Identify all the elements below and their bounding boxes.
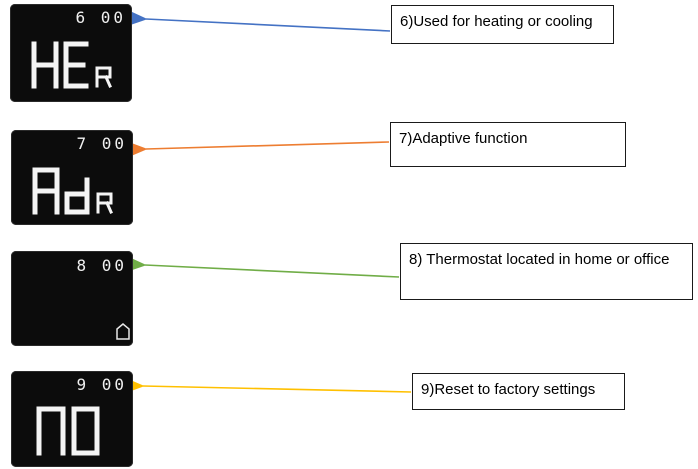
callout-reset: 9)Reset to factory settings: [412, 373, 625, 410]
callout-text: 8) Thermostat located in home or office: [409, 251, 670, 268]
segment-text-no: [36, 406, 100, 456]
callout-text: 6)Used for heating or cooling: [400, 13, 593, 30]
arrow-6: [131, 11, 391, 32]
arrow-9: [128, 379, 412, 393]
house-icon: [116, 323, 130, 340]
callout-text: 7)Adaptive function: [399, 130, 528, 147]
display-index: 7 00: [76, 134, 127, 153]
display-panel-adaptive: 7 00 Ad R: [11, 130, 133, 225]
callout-text: 9)Reset to factory settings: [421, 381, 596, 398]
display-panel-reset: 9 00 NO: [11, 371, 133, 467]
callout-adaptive: 7)Adaptive function: [390, 122, 626, 167]
display-index: 6 00: [75, 8, 126, 27]
callout-heating-cooling: 6)Used for heating or cooling: [391, 5, 614, 44]
display-panel-location: 8 00: [11, 251, 133, 346]
segment-text-ad: [32, 167, 113, 215]
arrow-7: [131, 141, 390, 156]
display-index: 8 00: [76, 256, 127, 275]
display-index: 9 00: [76, 375, 127, 394]
segment-text-he: [31, 41, 112, 89]
callout-location: 8) Thermostat located in home or office: [400, 243, 693, 300]
display-panel-heat-cool: 6 00 HE R: [10, 4, 132, 102]
arrow-8: [130, 257, 400, 278]
